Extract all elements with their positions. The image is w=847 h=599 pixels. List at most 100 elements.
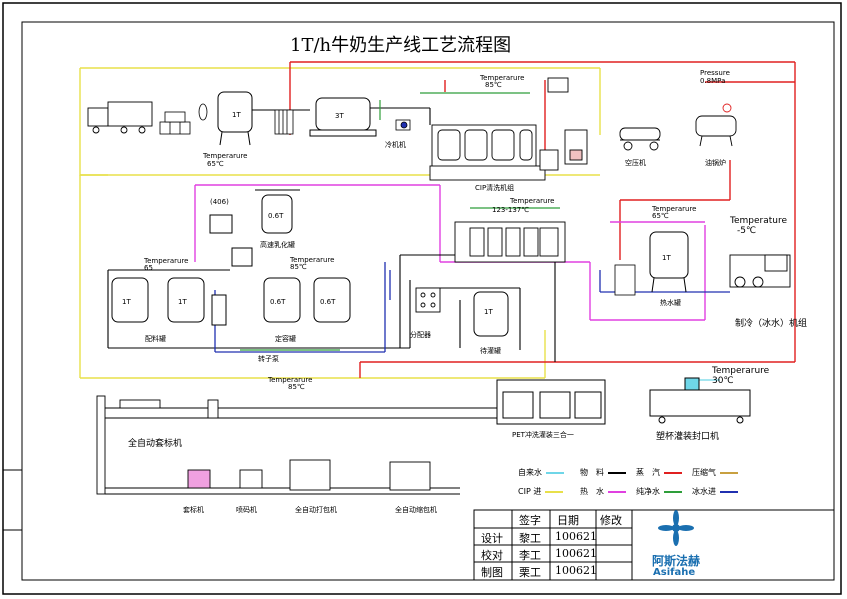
legend-swatch bbox=[664, 471, 682, 474]
logo-mark bbox=[658, 510, 694, 546]
legend-swatch bbox=[546, 471, 564, 474]
tank-capacity: 1T bbox=[484, 308, 493, 316]
legend-swatch bbox=[720, 471, 738, 474]
crates bbox=[159, 111, 191, 135]
homogenizer-tank bbox=[209, 194, 293, 267]
air-compressor bbox=[619, 127, 661, 151]
legend-label: CIP 进 bbox=[518, 487, 542, 496]
page-title: 1T/h牛奶生产线工艺流程图 bbox=[290, 35, 512, 56]
legend-item: 压缩气 bbox=[692, 467, 738, 478]
receiving-tank bbox=[217, 91, 253, 146]
cooling-tank-3t bbox=[309, 97, 377, 137]
equipment-label: 全自动缩包机 bbox=[395, 506, 437, 514]
temp-value: 65℃ bbox=[207, 160, 224, 168]
legend-swatch bbox=[608, 490, 626, 493]
equipment-label: 全自动套标机 bbox=[128, 439, 183, 449]
equipment-label: 待灌罐 bbox=[480, 347, 501, 355]
title-block-name: 黎工 bbox=[519, 532, 541, 545]
mixing-tanks bbox=[111, 277, 351, 326]
title-block-role: 制图 bbox=[481, 566, 503, 579]
pressure-value: 0.8MPa bbox=[700, 77, 726, 85]
pressure-label: Pressure bbox=[700, 69, 730, 77]
equipment-code: (406) bbox=[210, 198, 229, 206]
milk-truck bbox=[87, 101, 153, 134]
title-block-date: 100621 bbox=[555, 564, 597, 577]
storage-tank bbox=[473, 291, 509, 337]
distributor bbox=[415, 287, 441, 313]
equipment-label: 空压机 bbox=[625, 159, 646, 167]
equipment-label: 配料罐 bbox=[145, 335, 166, 343]
legend-item: CIP 进 bbox=[518, 486, 564, 497]
temp-value: 85℃ bbox=[485, 81, 502, 89]
company-logo-en: Asifahe bbox=[653, 567, 696, 578]
legend-label: 压缩气 bbox=[692, 468, 716, 477]
cup-filler-machine bbox=[649, 377, 751, 424]
title-block-name: 栗工 bbox=[519, 566, 541, 579]
equipment-label: 套标机 bbox=[183, 506, 204, 514]
equipment-label: 转子泵 bbox=[258, 355, 279, 363]
title-block-header: 日期 bbox=[557, 514, 579, 527]
temp-label: Temperarure bbox=[510, 197, 555, 205]
temp-value: 85℃ bbox=[290, 263, 307, 271]
temp-label: Temperarure bbox=[290, 256, 335, 264]
title-block-name: 李工 bbox=[519, 549, 541, 562]
temp-value: 85℃ bbox=[288, 383, 305, 391]
equipment-label: 全自动打包机 bbox=[295, 506, 337, 514]
legend-label: 冰水进 bbox=[692, 487, 716, 496]
cip-unit bbox=[429, 77, 588, 181]
legend-swatch bbox=[545, 490, 564, 493]
chiller-unit bbox=[729, 254, 791, 288]
title-block-date: 100621 bbox=[555, 547, 597, 560]
temp-label: Temperarure bbox=[268, 376, 313, 384]
temp-value: 30℃ bbox=[712, 376, 734, 386]
oil-boiler bbox=[695, 103, 737, 147]
temp-value: -5℃ bbox=[737, 226, 757, 236]
title-block-header: 签字 bbox=[519, 514, 541, 527]
equipment-label: 定容罐 bbox=[275, 335, 296, 343]
legend-label: 热 水 bbox=[580, 487, 604, 496]
legend-item: 蒸 汽 bbox=[636, 467, 682, 478]
legend-label: 物 料 bbox=[580, 468, 604, 477]
tank-capacity: 0.6T bbox=[320, 298, 336, 306]
title-block-role: 校对 bbox=[481, 549, 503, 562]
tank-capacity: 0.6T bbox=[268, 212, 284, 220]
steam-pipes bbox=[289, 61, 796, 378]
equipment-label: 分配器 bbox=[410, 331, 431, 339]
tank-capacity: 1T bbox=[662, 254, 671, 262]
temp-value: 123-137℃ bbox=[492, 206, 530, 214]
plate-exchanger-2 bbox=[614, 264, 636, 296]
equipment-label: CIP清洗机组 bbox=[475, 184, 515, 192]
title-block-header: 修改 bbox=[600, 514, 622, 527]
sterilizer bbox=[454, 221, 566, 263]
equipment-label: 热水罐 bbox=[660, 299, 681, 307]
temp-label: Temperature bbox=[730, 216, 788, 226]
filter bbox=[198, 103, 208, 121]
legend-item: 物 料 bbox=[580, 467, 626, 478]
legend-swatch bbox=[664, 490, 682, 493]
packing-machines bbox=[187, 459, 431, 491]
legend-label: 纯净水 bbox=[636, 487, 660, 496]
legend-label: 蒸 汽 bbox=[636, 468, 660, 477]
tank-capacity: 3T bbox=[335, 112, 344, 120]
temp-label: Temperarure bbox=[712, 366, 770, 376]
legend-swatch bbox=[720, 490, 738, 493]
tank-capacity: 1T bbox=[178, 298, 187, 306]
tank-capacity: 0.6T bbox=[270, 298, 286, 306]
legend-item: 热 水 bbox=[580, 486, 626, 497]
equipment-label: 油锅炉 bbox=[705, 159, 726, 167]
temp-label: Temperarure bbox=[480, 74, 525, 82]
company-logo-cn: 阿斯法赫 bbox=[652, 554, 701, 568]
legend-swatch bbox=[608, 471, 626, 474]
equipment-label: 冷机机 bbox=[385, 141, 406, 149]
tank-capacity: 1T bbox=[232, 111, 241, 119]
legend-item: 冰水进 bbox=[692, 486, 738, 497]
cooler-unit bbox=[395, 119, 411, 131]
title-block bbox=[473, 509, 835, 581]
title-block-date: 100621 bbox=[555, 530, 597, 543]
pet-filler-machine bbox=[496, 379, 606, 425]
legend-item: 自来水 bbox=[518, 467, 564, 478]
temp-value: 65℃ bbox=[652, 212, 669, 220]
tank-capacity: 1T bbox=[122, 298, 131, 306]
plate-exchanger-1 bbox=[274, 109, 294, 135]
